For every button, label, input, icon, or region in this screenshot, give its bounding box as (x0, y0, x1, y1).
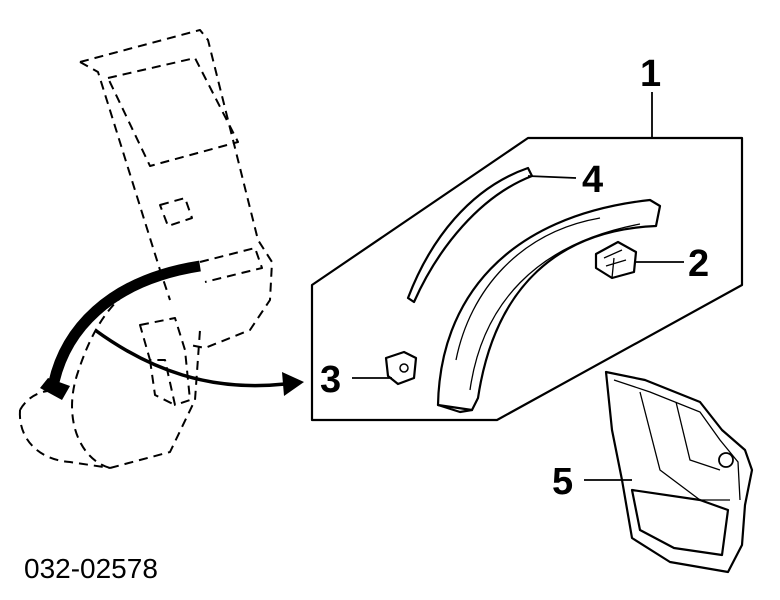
leader-lines (352, 92, 684, 481)
part-4-molding-strip (406, 166, 534, 304)
part-2-clip (594, 240, 638, 280)
detail-arrow (93, 328, 304, 396)
part-3-fastener (384, 350, 418, 386)
part-1-fender-flare (436, 198, 662, 414)
flare-location-arrow (40, 260, 201, 400)
part-5-mud-guard (604, 370, 754, 574)
parts-kit-box (310, 136, 744, 422)
diagram-code: 032-02578 (24, 553, 158, 584)
vehicle-body-outline (18, 29, 273, 469)
leader-line-4 (527, 175, 577, 179)
callout-5: 5 (552, 461, 573, 503)
callout-2: 2 (688, 243, 709, 285)
callout-4: 4 (582, 159, 603, 201)
callout-3: 3 (320, 359, 341, 401)
callout-1: 1 (640, 53, 661, 95)
